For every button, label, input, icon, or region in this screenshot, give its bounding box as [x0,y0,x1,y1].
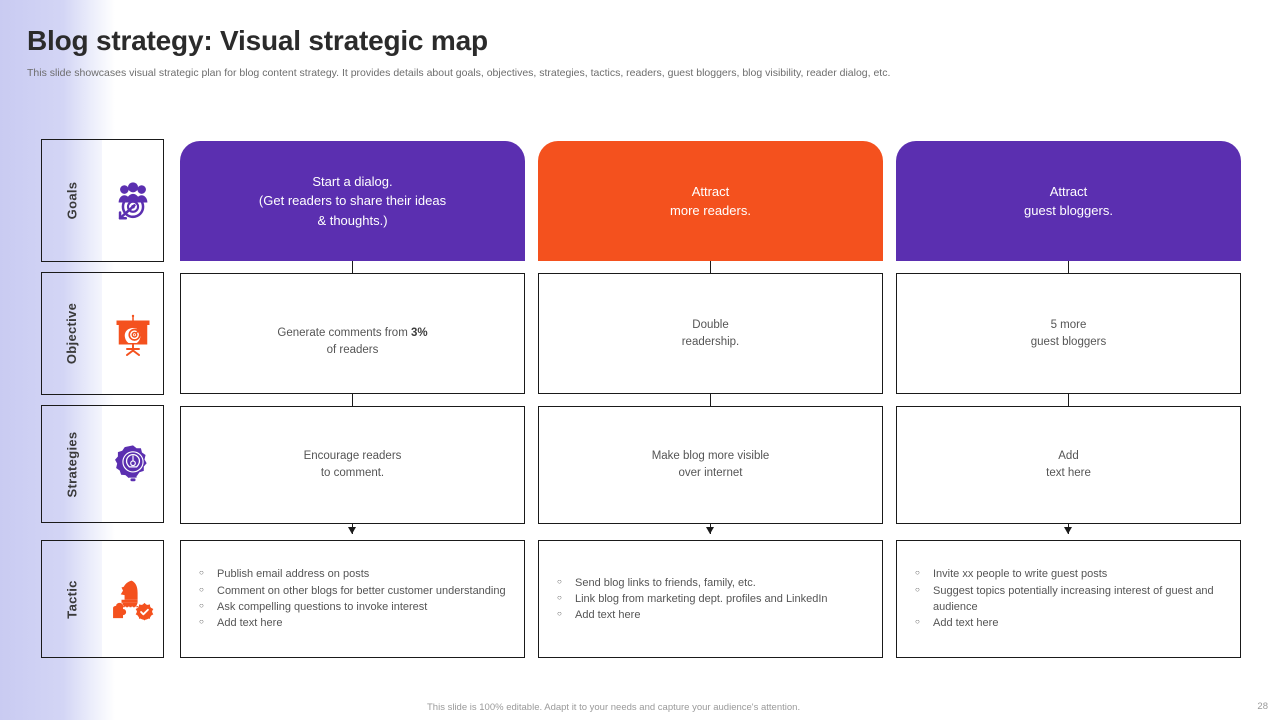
row-label-tactic: Tactic [41,540,164,658]
strategy-box-2[interactable]: Make blog more visible over internet [538,406,883,524]
arrow-strategy-tactic-1 [348,527,356,534]
page-subtitle: This slide showcases visual strategic pl… [27,66,891,79]
arrow-strategy-tactic-3 [1064,527,1072,534]
goal-box-1-text: Start a dialog. (Get readers to share th… [258,173,447,228]
tactic-box-1[interactable]: Publish email address on posts Comment o… [180,540,525,658]
connector-goal-objective-3 [1068,261,1069,273]
objective-box-1-text: Generate comments from 3% of readers [277,308,427,358]
page-number: 28 [1257,701,1268,712]
list-item: Link blog from marketing dept. profiles … [555,591,870,607]
row-label-strategies-text: Strategies [64,431,80,497]
objective-box-1-pre: Generate comments from [277,327,411,340]
row-icon-objective [102,273,163,394]
tactic-list-1: Publish email address on posts Comment o… [197,566,512,631]
tactic-list-3: Invite xx people to write guest posts Su… [913,566,1228,631]
row-label-tactic-text: Tactic [64,579,80,619]
connector-goal-objective-2 [710,261,711,273]
objective-box-3-text: 5 more guest bloggers [1030,318,1107,348]
row-label-objective-text: Objective [64,302,80,365]
strategy-box-1[interactable]: Encourage readers to comment. [180,406,525,524]
row-label-tactic-text-wrap: Tactic [42,541,102,657]
list-item: Add text here [197,615,512,631]
chess-knight-puzzle-icon [112,580,153,621]
row-label-strategies-text-wrap: Strategies [42,406,102,522]
arrow-strategy-tactic-2 [706,527,714,534]
objective-box-2-text: Double readership. [681,318,740,348]
strategy-box-3-text: Add text here [1046,450,1091,479]
goal-box-1[interactable]: Start a dialog. (Get readers to share th… [180,141,525,261]
strategy-box-1-text: Encourage readers to comment. [303,450,402,479]
list-item: Comment on other blogs for better custom… [197,583,512,599]
goal-box-2[interactable]: Attract more readers. [538,141,883,261]
list-item: Add text here [555,607,870,623]
objective-box-3[interactable]: 5 more guest bloggers [896,273,1241,394]
connector-objective-strategy-2 [710,394,711,406]
strategy-box-2-text: Make blog more visible over internet [651,450,770,479]
tactic-box-3[interactable]: Invite xx people to write guest posts Su… [896,540,1241,658]
connector-goal-objective-1 [352,261,353,273]
row-label-objective-text-wrap: Objective [42,273,102,394]
row-icon-goals [102,140,163,261]
tactic-box-2[interactable]: Send blog links to friends, family, etc.… [538,540,883,658]
objective-box-1-post: of readers [326,343,379,356]
list-item: Add text here [913,615,1228,631]
objective-box-1[interactable]: Generate comments from 3% of readers [180,273,525,394]
list-item: Suggest topics potentially increasing in… [913,583,1228,616]
row-label-objective: Objective [41,272,164,395]
connector-objective-strategy-3 [1068,394,1069,406]
goal-box-3-text: Attract guest bloggers. [1024,183,1113,219]
left-accent-strip [0,0,115,720]
footer-note: This slide is 100% editable. Adapt it to… [427,702,801,713]
page-title: Blog strategy: Visual strategic map [27,25,488,56]
presentation-target-icon [116,314,149,356]
row-icon-tactic [102,541,163,657]
people-target-icon [118,181,147,220]
objective-box-1-bold: 3% [410,327,428,340]
row-label-strategies: Strategies [41,405,164,523]
goal-box-3[interactable]: Attract guest bloggers. [896,141,1241,261]
row-label-goals-text: Goals [64,181,80,220]
goal-box-2-text: Attract more readers. [670,183,751,219]
row-icon-strategies [102,406,163,522]
row-label-goals: Goals [41,139,164,262]
strategy-box-3[interactable]: Add text here [896,406,1241,524]
connector-objective-strategy-1 [352,394,353,406]
list-item: Ask compelling questions to invoke inter… [197,599,512,615]
tactic-list-2: Send blog links to friends, family, etc.… [555,575,870,624]
gear-bulb-icon [114,445,147,482]
list-item: Invite xx people to write guest posts [913,566,1228,582]
list-item: Send blog links to friends, family, etc. [555,575,870,591]
objective-box-2[interactable]: Double readership. [538,273,883,394]
row-label-goals-text-wrap: Goals [42,140,102,261]
header: Blog strategy: Visual strategic map This… [27,25,1027,81]
list-item: Publish email address on posts [197,566,512,582]
